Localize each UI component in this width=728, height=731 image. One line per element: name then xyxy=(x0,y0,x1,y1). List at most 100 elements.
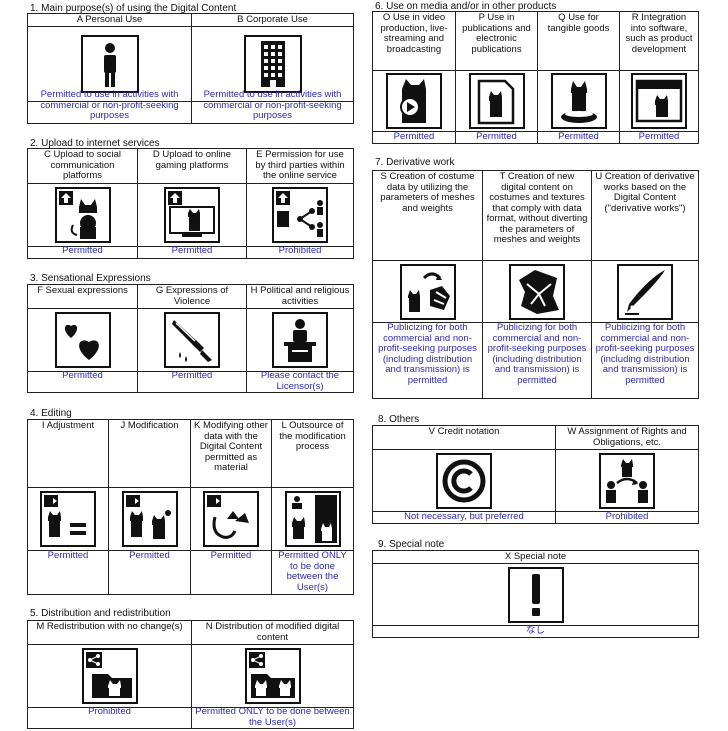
option-s-header: S Creation of costume data by utilizing … xyxy=(373,171,482,261)
option-k-status: Permitted xyxy=(210,550,252,561)
option-k-header: K Modifying other data with the Digital … xyxy=(191,420,271,488)
option-c: C Upload to social communication platfor… xyxy=(28,149,137,258)
option-u: U Creation of derivative works based on … xyxy=(591,171,698,398)
option-n-icon-cell xyxy=(192,645,353,708)
podium-icon xyxy=(272,312,328,368)
section-5-title: 5. Distribution and redistribution xyxy=(30,608,171,619)
software-icon xyxy=(631,73,687,129)
option-i-status: Permitted xyxy=(47,550,89,561)
option-w-header: W Assignment of Rights and Obligations, … xyxy=(556,426,698,450)
person-icon xyxy=(80,35,139,93)
building-icon xyxy=(243,35,302,93)
hearts-icon xyxy=(54,312,111,368)
option-c-icon-cell xyxy=(28,184,137,247)
option-b: B Corporate Use Permitted to use in acti… xyxy=(191,14,353,123)
knife-icon xyxy=(164,312,220,368)
option-v-header: V Credit notation xyxy=(373,426,555,450)
option-a-status: Permitted to use in activities with comm… xyxy=(40,89,179,121)
option-i: I Adjustment Permitted xyxy=(28,420,108,594)
option-g: G Expressions of Violence Permitted xyxy=(137,285,246,392)
section-2-table: C Upload to social communication platfor… xyxy=(27,148,354,259)
option-x-header: X Special note xyxy=(373,551,698,564)
option-r-status: Permitted xyxy=(638,131,680,142)
section-6-table: O Use in video production, live-streamin… xyxy=(372,11,699,144)
option-s-status: Publicizing for both commercial and non-… xyxy=(378,322,477,386)
upload-gaming-icon xyxy=(164,187,220,243)
option-d-icon-cell xyxy=(138,184,246,247)
option-j: J Modification Permitted xyxy=(108,420,190,594)
section-3-table: F Sexual expressions Permitted G Express… xyxy=(27,284,354,393)
section-8-title: 8. Others xyxy=(378,414,420,425)
option-l-header: L Outsource of the modification process xyxy=(272,420,353,488)
option-q-icon-cell xyxy=(538,71,619,132)
option-p-status: Permitted xyxy=(476,131,517,142)
section-6-title: 6. Use on media and/or in other products xyxy=(375,1,557,12)
section-3-title: 3. Sensational Expressions xyxy=(30,273,151,284)
distribute-modified-icon xyxy=(244,648,301,704)
option-n: N Distribution of modified digital conte… xyxy=(191,621,353,728)
modify-icon xyxy=(121,491,178,547)
option-c-header: C Upload to social communication platfor… xyxy=(28,149,137,184)
redistribute-icon xyxy=(81,648,138,704)
option-t-icon-cell xyxy=(483,261,591,323)
option-m-header: M Redistribution with no change(s) xyxy=(28,621,191,645)
option-w-icon-cell xyxy=(556,450,698,512)
option-b-icon-cell xyxy=(192,27,353,102)
video-icon xyxy=(386,73,442,129)
option-l-icon-cell xyxy=(272,488,353,551)
section-9-title: 9. Special note xyxy=(378,539,445,550)
option-g-header: G Expressions of Violence xyxy=(138,285,246,309)
option-n-header: N Distribution of modified digital conte… xyxy=(192,621,353,645)
option-x-icon-cell xyxy=(373,564,698,626)
option-t-header: T Creation of new digital content on cos… xyxy=(483,171,591,261)
option-k: K Modifying other data with the Digital … xyxy=(190,420,271,594)
option-h-icon-cell xyxy=(247,309,353,372)
option-u-header: U Creation of derivative works based on … xyxy=(592,171,698,261)
section-5-table: M Redistribution with no change(s) Prohi… xyxy=(27,620,354,729)
figure-goods-icon xyxy=(550,73,607,129)
option-x-status: なし xyxy=(525,625,545,636)
option-a-icon-cell xyxy=(28,27,191,102)
option-a: A Personal Use Permitted to use in activ… xyxy=(28,14,191,123)
option-f-header: F Sexual expressions xyxy=(28,285,137,309)
section-9-table: X Special note なし xyxy=(372,550,699,638)
option-q: Q Use for tangible goods Permitted xyxy=(537,12,619,143)
option-d-header: D Upload to online gaming platforms xyxy=(138,149,246,184)
option-o-header: O Use in video production, live-streamin… xyxy=(373,12,455,71)
section-7-table: S Creation of costume data by utilizing … xyxy=(372,170,699,399)
option-e-header: E Permission for use by third parties wi… xyxy=(247,149,353,184)
option-g-status: Permitted xyxy=(171,370,213,381)
section-4-title: 4. Editing xyxy=(30,408,72,419)
option-p: P Use in publications and electronic pub… xyxy=(455,12,537,143)
option-o: O Use in video production, live-streamin… xyxy=(373,12,455,143)
option-m-status: Prohibited xyxy=(88,706,131,717)
option-i-header: I Adjustment xyxy=(28,420,108,488)
option-f-icon-cell xyxy=(28,309,137,372)
option-r-header: R Integration into software, such as pro… xyxy=(620,12,698,71)
option-v: V Credit notation Not necessary, but pre… xyxy=(373,426,555,523)
outsource-icon xyxy=(284,491,341,547)
option-p-icon-cell xyxy=(456,71,537,132)
copyright-icon xyxy=(436,452,492,509)
exclamation-icon xyxy=(507,566,564,623)
section-1-table: A Personal Use Permitted to use in activ… xyxy=(27,13,354,124)
option-r-icon-cell xyxy=(620,71,698,132)
section-2-title: 2. Upload to internet services xyxy=(30,138,160,149)
option-v-status: Not necessary, but preferred xyxy=(404,511,524,522)
option-i-icon-cell xyxy=(28,488,108,551)
option-e-status: Prohibited xyxy=(278,245,322,256)
share-third-party-icon xyxy=(272,187,328,243)
option-h: H Political and religious activities Ple… xyxy=(246,285,353,392)
option-m-icon-cell xyxy=(28,645,191,708)
option-j-icon-cell xyxy=(109,488,190,551)
upload-social-icon xyxy=(54,187,111,243)
option-q-header: Q Use for tangible goods xyxy=(538,12,619,71)
option-u-status: Publicizing for both commercial and non-… xyxy=(595,322,695,386)
option-q-status: Permitted xyxy=(558,131,599,142)
option-l: L Outsource of the modification process … xyxy=(271,420,353,594)
option-f-status: Permitted xyxy=(62,370,103,381)
option-k-icon-cell xyxy=(191,488,271,551)
option-w-status: Prohibited xyxy=(605,511,649,522)
section-7-title: 7. Derivative work xyxy=(375,157,455,168)
section-8-table: V Credit notation Not necessary, but pre… xyxy=(372,425,699,524)
